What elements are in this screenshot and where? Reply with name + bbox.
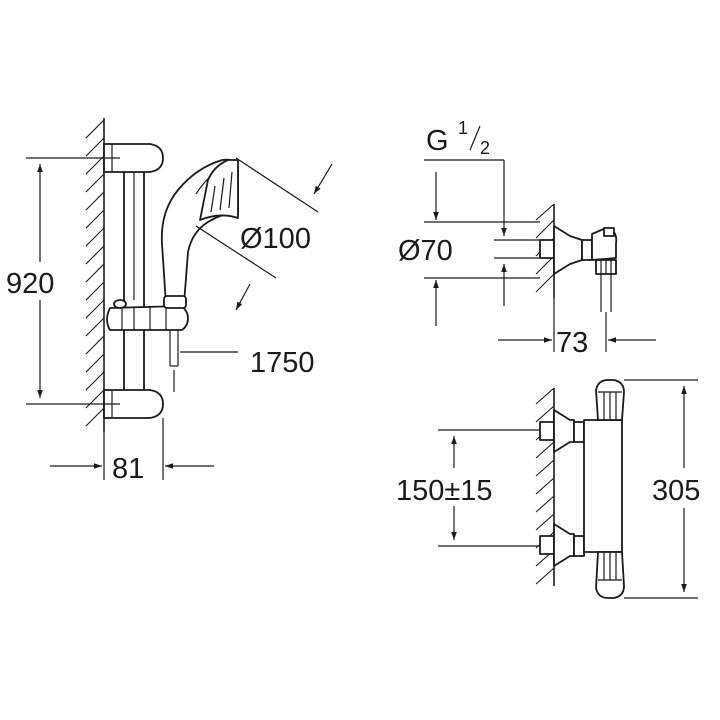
- mixer-length-label: 305: [652, 475, 700, 507]
- thread-fraction-numerator: 1: [458, 118, 468, 138]
- dimension-mixer-length: [624, 379, 698, 599]
- dimension-cover-diameter: [424, 172, 540, 326]
- rail-height-label: 920: [6, 268, 54, 300]
- dimension-rail-height: [26, 157, 120, 405]
- thread-fraction-bar: [469, 125, 481, 151]
- wall-hatch-bottom: [535, 387, 555, 585]
- thread-label: G: [426, 125, 449, 157]
- thread-leader: [424, 159, 507, 306]
- dimension-connection-spacing: [438, 429, 540, 547]
- shower-rail-set-icon: [85, 118, 239, 432]
- wall-hatch-left: [85, 119, 105, 427]
- dimension-rail-projection: [50, 418, 214, 480]
- dimension-mixer-projection: [498, 298, 656, 352]
- connection-spacing-label: 150±15: [396, 475, 493, 507]
- handshower-diameter-label: Ø100: [240, 223, 311, 255]
- thermostat-side-view-icon: [535, 203, 618, 312]
- thermostat-front-view-icon: [535, 379, 625, 599]
- dimension-handshower-diameter: [195, 157, 333, 311]
- cover-diameter-label: Ø70: [398, 235, 453, 267]
- mixer-projection-label: 73: [556, 327, 588, 359]
- rail-projection-label: 81: [112, 453, 144, 485]
- hose-length-label: 1750: [250, 347, 315, 379]
- thread-fraction-denominator: 2: [480, 138, 490, 158]
